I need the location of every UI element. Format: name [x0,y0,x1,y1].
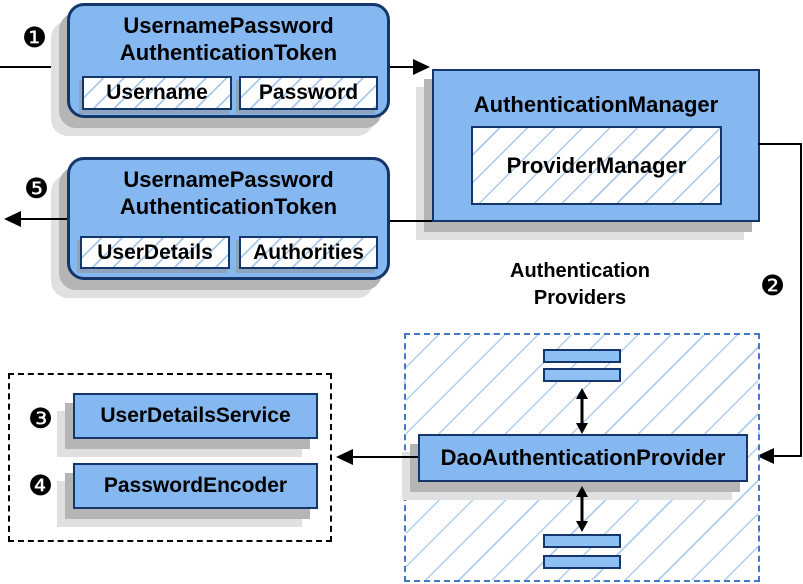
flow-line-out [18,218,67,220]
result-token-title-line2: AuthenticationToken [119,194,338,219]
request-token-title: UsernamePassword AuthenticationToken [70,6,387,66]
arrowhead-left-icon [4,211,21,227]
request-token-box: UsernamePassword AuthenticationToken Use… [67,3,390,118]
providers-group-title-line1: Authentication [510,260,650,282]
provider-stack-bar [543,368,621,382]
dao-authentication-provider-box: DaoAuthenticationProvider [418,434,748,482]
provider-stack-bar [543,349,621,363]
flow-line-provider-to-services [352,456,418,458]
step-5-marker: ❺ [24,172,50,205]
request-token-title-line1: UsernamePassword [123,13,334,38]
flow-line-in [0,66,67,68]
authorities-field-chip: Authorities [239,236,378,269]
flow-line-manager-to-token [390,220,432,222]
user-details-service-box: UserDetailsService [73,393,318,439]
userdetails-field-chip: UserDetails [80,236,230,269]
result-token-title: UsernamePassword AuthenticationToken [70,160,387,220]
arrowhead-left-icon [757,448,774,464]
authentication-manager-box: AuthenticationManager ProviderManager [432,69,760,222]
step-2-marker: ❷ [760,269,786,302]
arrowhead-right-icon [413,59,430,75]
providers-group-title: Authentication Providers [430,258,730,312]
result-token-box: UsernamePassword AuthenticationToken Use… [67,157,390,280]
step-3-marker: ❸ [28,402,54,435]
authentication-manager-title: AuthenticationManager [473,92,719,117]
flow-line-down [800,143,802,457]
arrowhead-left-icon [336,449,353,465]
flow-line-token-to-manager [390,66,416,68]
step-1-marker: ❶ [22,21,48,54]
flow-line-into-provider [772,455,802,457]
double-arrow-icon [576,486,588,532]
password-encoder-box: PasswordEncoder [73,463,318,509]
username-field-chip: Username [82,76,232,110]
result-token-title-line1: UsernamePassword [123,167,334,192]
request-token-title-line2: AuthenticationToken [119,40,338,65]
step-4-marker: ❹ [28,469,54,502]
provider-manager-box: ProviderManager [471,126,722,205]
providers-group-title-line2: Providers [533,287,627,309]
flow-line-manager-right [758,143,802,145]
password-field-chip: Password [239,76,378,110]
double-arrow-icon [576,388,588,434]
provider-stack-bar [543,534,621,548]
provider-stack-bar [543,555,621,569]
